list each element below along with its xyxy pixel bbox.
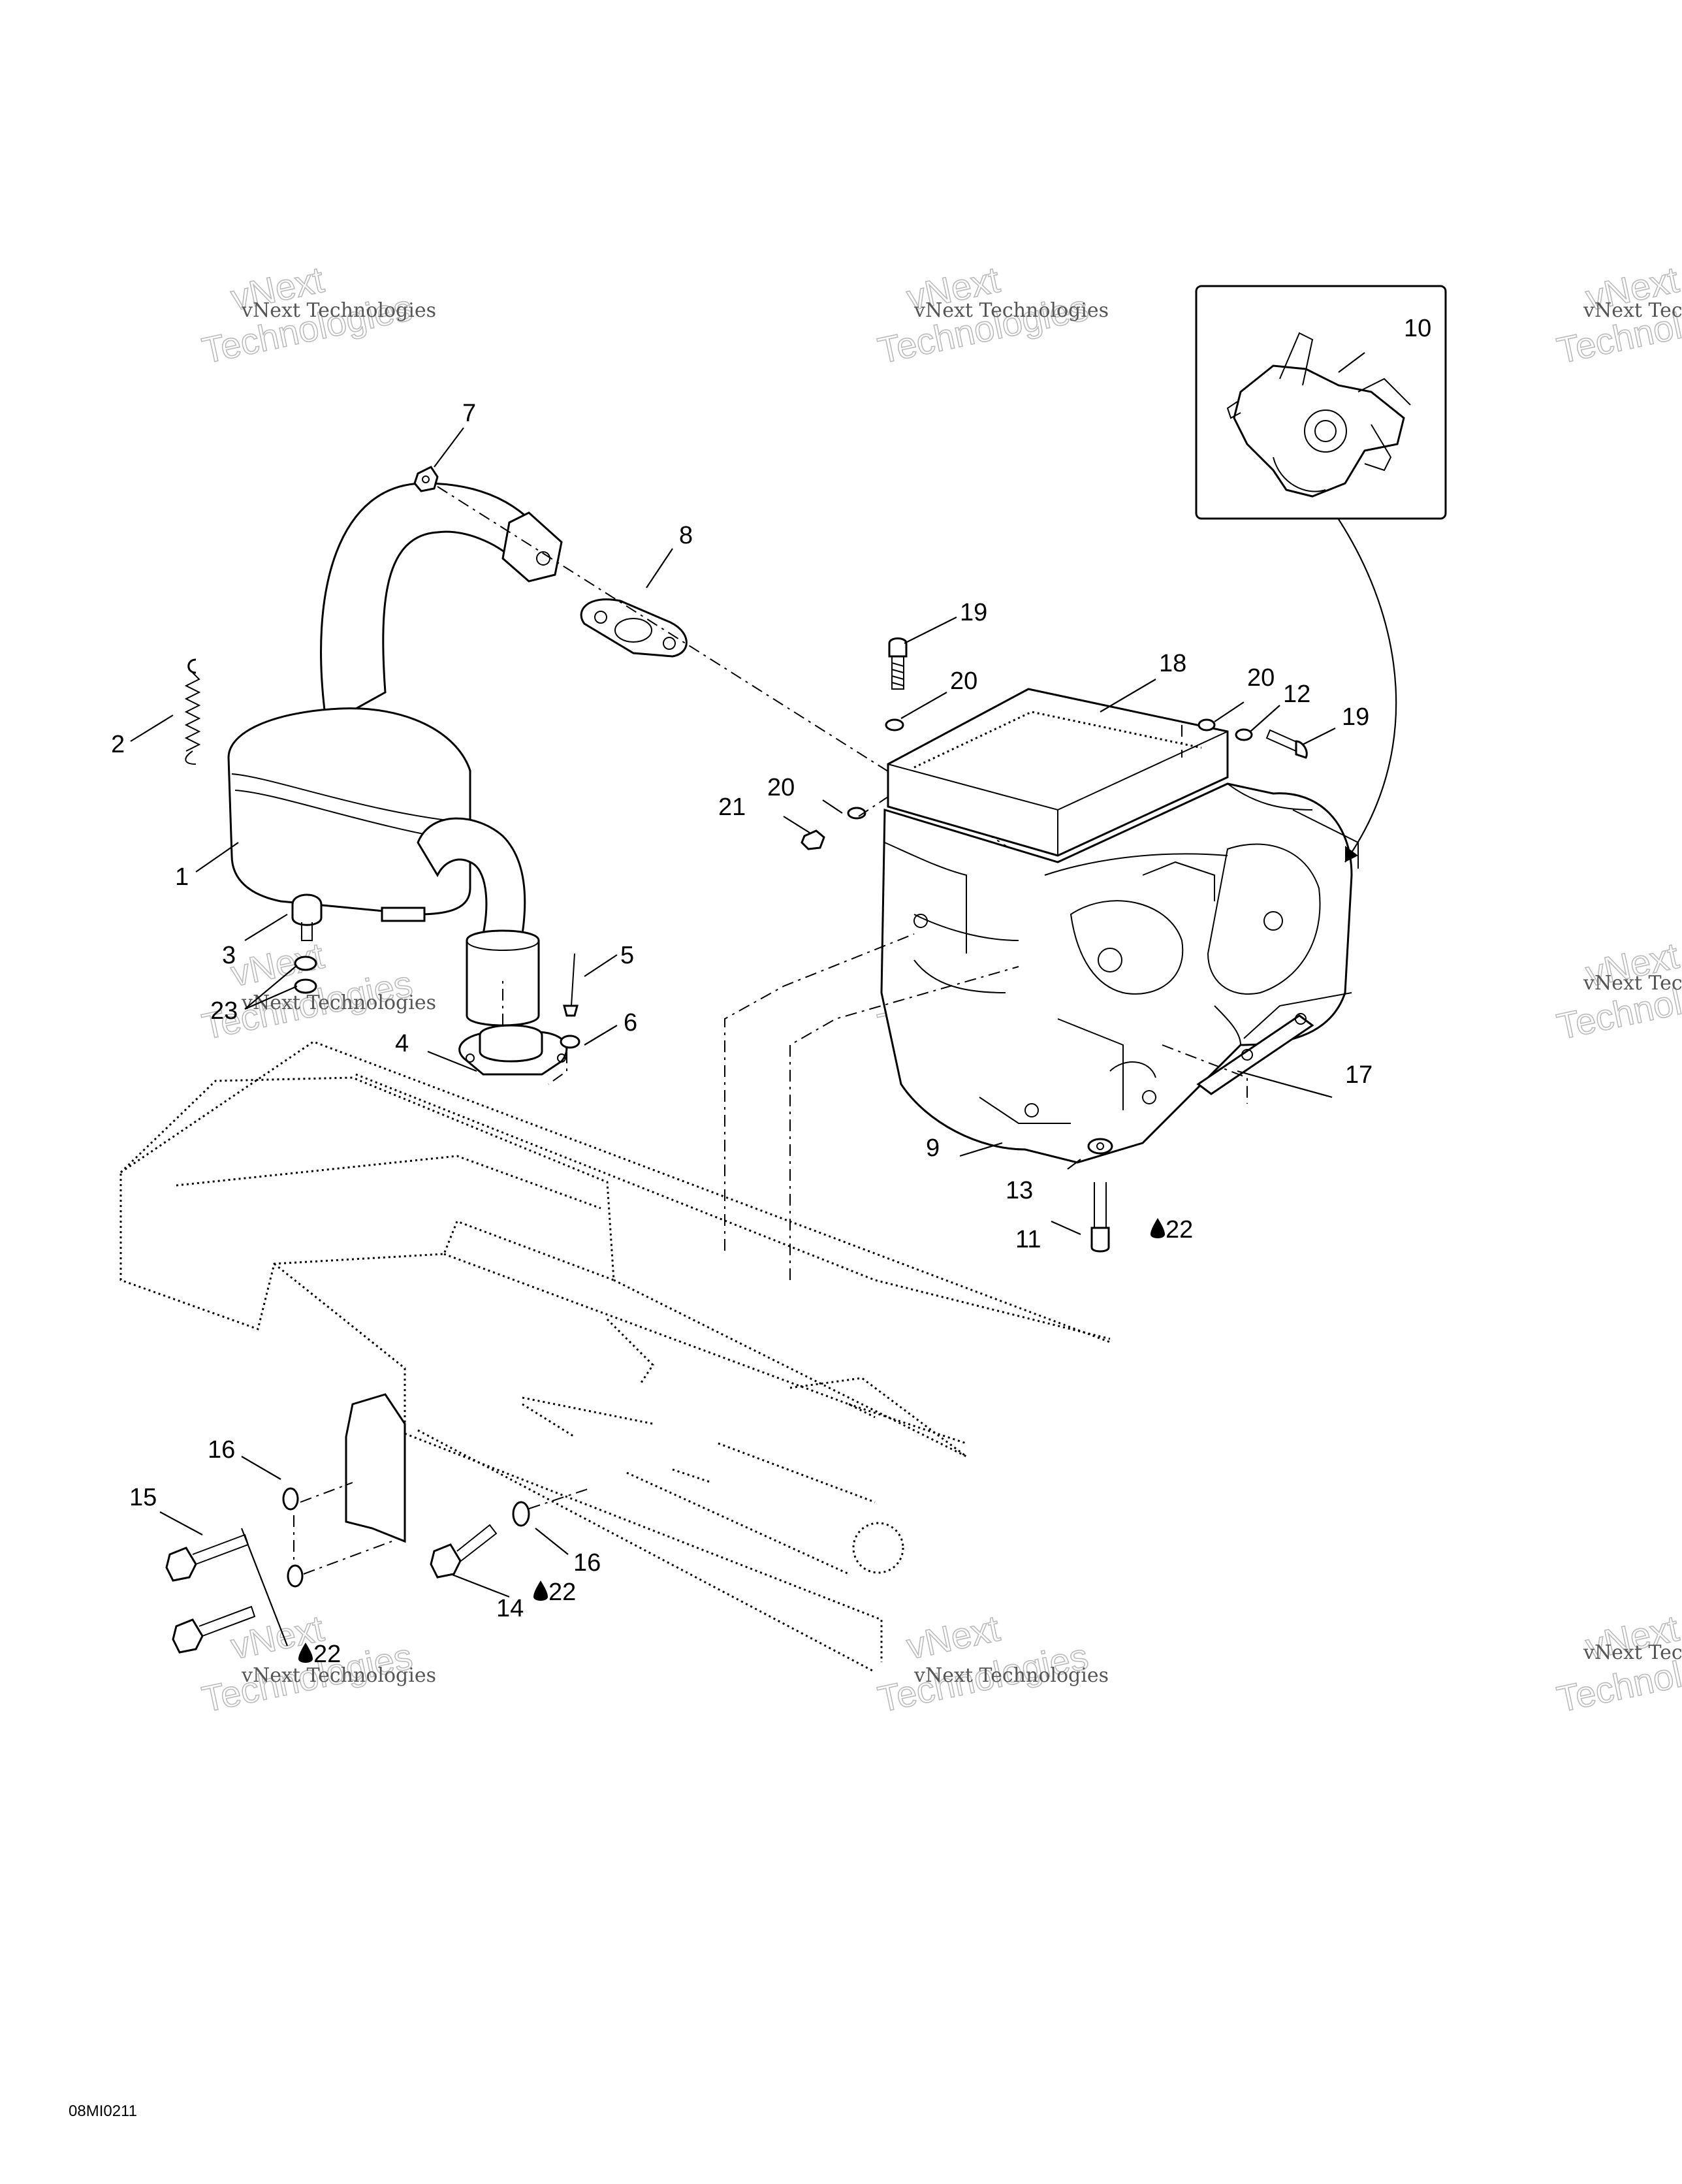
- exhaust-flange: [458, 1024, 568, 1076]
- carburetor-inset: [1195, 285, 1447, 520]
- gasket: [580, 598, 688, 658]
- watermark-line1: vNext Technologies: [1583, 972, 1682, 995]
- callout-2: 2: [111, 731, 125, 758]
- figure-id: 08MI0211: [69, 2102, 137, 2120]
- washer: [1087, 1138, 1113, 1155]
- drop-icon: [298, 1643, 313, 1663]
- callout-19: 19: [960, 599, 987, 626]
- align-line: [789, 966, 1019, 1280]
- engine: [880, 782, 1359, 1164]
- callout-12: 12: [1283, 681, 1310, 708]
- align-line: [858, 796, 889, 817]
- callout-3: 3: [222, 942, 236, 969]
- callout-22: 22: [313, 1641, 341, 1668]
- carburetor: [1226, 332, 1411, 498]
- callout-18: 18: [1159, 650, 1186, 677]
- bolt: [172, 1605, 256, 1654]
- screw: [1265, 729, 1308, 759]
- callout-19: 19: [1342, 703, 1369, 731]
- washer: [847, 807, 866, 820]
- align-line: [548, 1052, 567, 1085]
- bolt: [430, 1524, 498, 1579]
- washer: [282, 1487, 299, 1511]
- callout-11: 11: [1015, 1226, 1041, 1253]
- drop-icon: [533, 1581, 548, 1601]
- callout-16: 16: [208, 1436, 235, 1464]
- callout-15: 15: [129, 1484, 157, 1511]
- watermark-line1: vNext Technologies: [241, 1664, 436, 1687]
- lock-nut: [294, 956, 317, 994]
- align-line: [303, 1541, 392, 1575]
- arrow-head: [1345, 846, 1358, 862]
- align-line: [437, 486, 1032, 863]
- align-line: [528, 1488, 588, 1509]
- callout-labels: 2 1 3 23 4 5 6 7 8 9 10 11 12 13 14 15 1…: [111, 315, 1431, 1668]
- callout-22: 22: [1166, 1216, 1193, 1244]
- callout-7: 7: [462, 400, 476, 427]
- drop-icon: [1150, 1218, 1165, 1238]
- callout-16: 16: [573, 1549, 601, 1577]
- nut: [801, 829, 825, 850]
- callout-1: 1: [175, 863, 189, 891]
- washer: [512, 1501, 530, 1527]
- mounting-plate: [1196, 1013, 1314, 1095]
- callout-14: 14: [496, 1595, 524, 1622]
- align-line: [300, 1482, 353, 1503]
- adhesive-drop-icons: [298, 1218, 1165, 1663]
- callout-10: 10: [1404, 315, 1431, 342]
- callout-13: 13: [1006, 1177, 1033, 1204]
- watermark-line1: vNext Technologies: [241, 991, 436, 1014]
- watermark-line1: vNext Technologies: [1583, 1641, 1682, 1664]
- callout-4: 4: [395, 1030, 409, 1057]
- callout-5: 5: [620, 942, 634, 969]
- callout-20: 20: [767, 774, 795, 801]
- bolt: [1090, 1182, 1110, 1253]
- callout-8: 8: [679, 522, 693, 549]
- callout-17: 17: [1345, 1061, 1373, 1089]
- watermark-line1: vNext Technologies: [913, 1664, 1109, 1687]
- nut: [413, 466, 439, 492]
- screw: [888, 637, 908, 690]
- callout-23: 23: [210, 997, 238, 1025]
- stud-bolt: [563, 953, 579, 1017]
- callout-arrow-10: [1338, 519, 1397, 863]
- callout-6: 6: [624, 1009, 637, 1036]
- callout-leaders: [130, 352, 1365, 1646]
- spring: [184, 658, 201, 765]
- washer: [560, 1035, 580, 1049]
- rubber-bumper: [291, 893, 323, 941]
- air-filter-box: [887, 688, 1229, 857]
- callout-9: 9: [926, 1134, 940, 1162]
- align-line: [724, 933, 915, 1251]
- watermark: vNext Technologies: [874, 1607, 1092, 1720]
- washer: [1235, 728, 1253, 741]
- callout-20: 20: [950, 667, 977, 695]
- bolt: [165, 1534, 249, 1582]
- vehicle-frame: [119, 1040, 1111, 1673]
- washer: [1198, 718, 1216, 731]
- washer: [885, 718, 904, 731]
- callout-22: 22: [548, 1579, 576, 1606]
- align-line: [1162, 1044, 1248, 1104]
- watermark-line1: vNext Technologies: [913, 299, 1109, 322]
- callout-21: 21: [718, 794, 746, 821]
- watermark-line1: vNext Technologies: [1583, 299, 1682, 322]
- callout-20: 20: [1247, 664, 1275, 692]
- washer: [287, 1564, 304, 1588]
- muffler: [227, 482, 563, 1027]
- watermark-line1: vNext Technologies: [241, 299, 436, 322]
